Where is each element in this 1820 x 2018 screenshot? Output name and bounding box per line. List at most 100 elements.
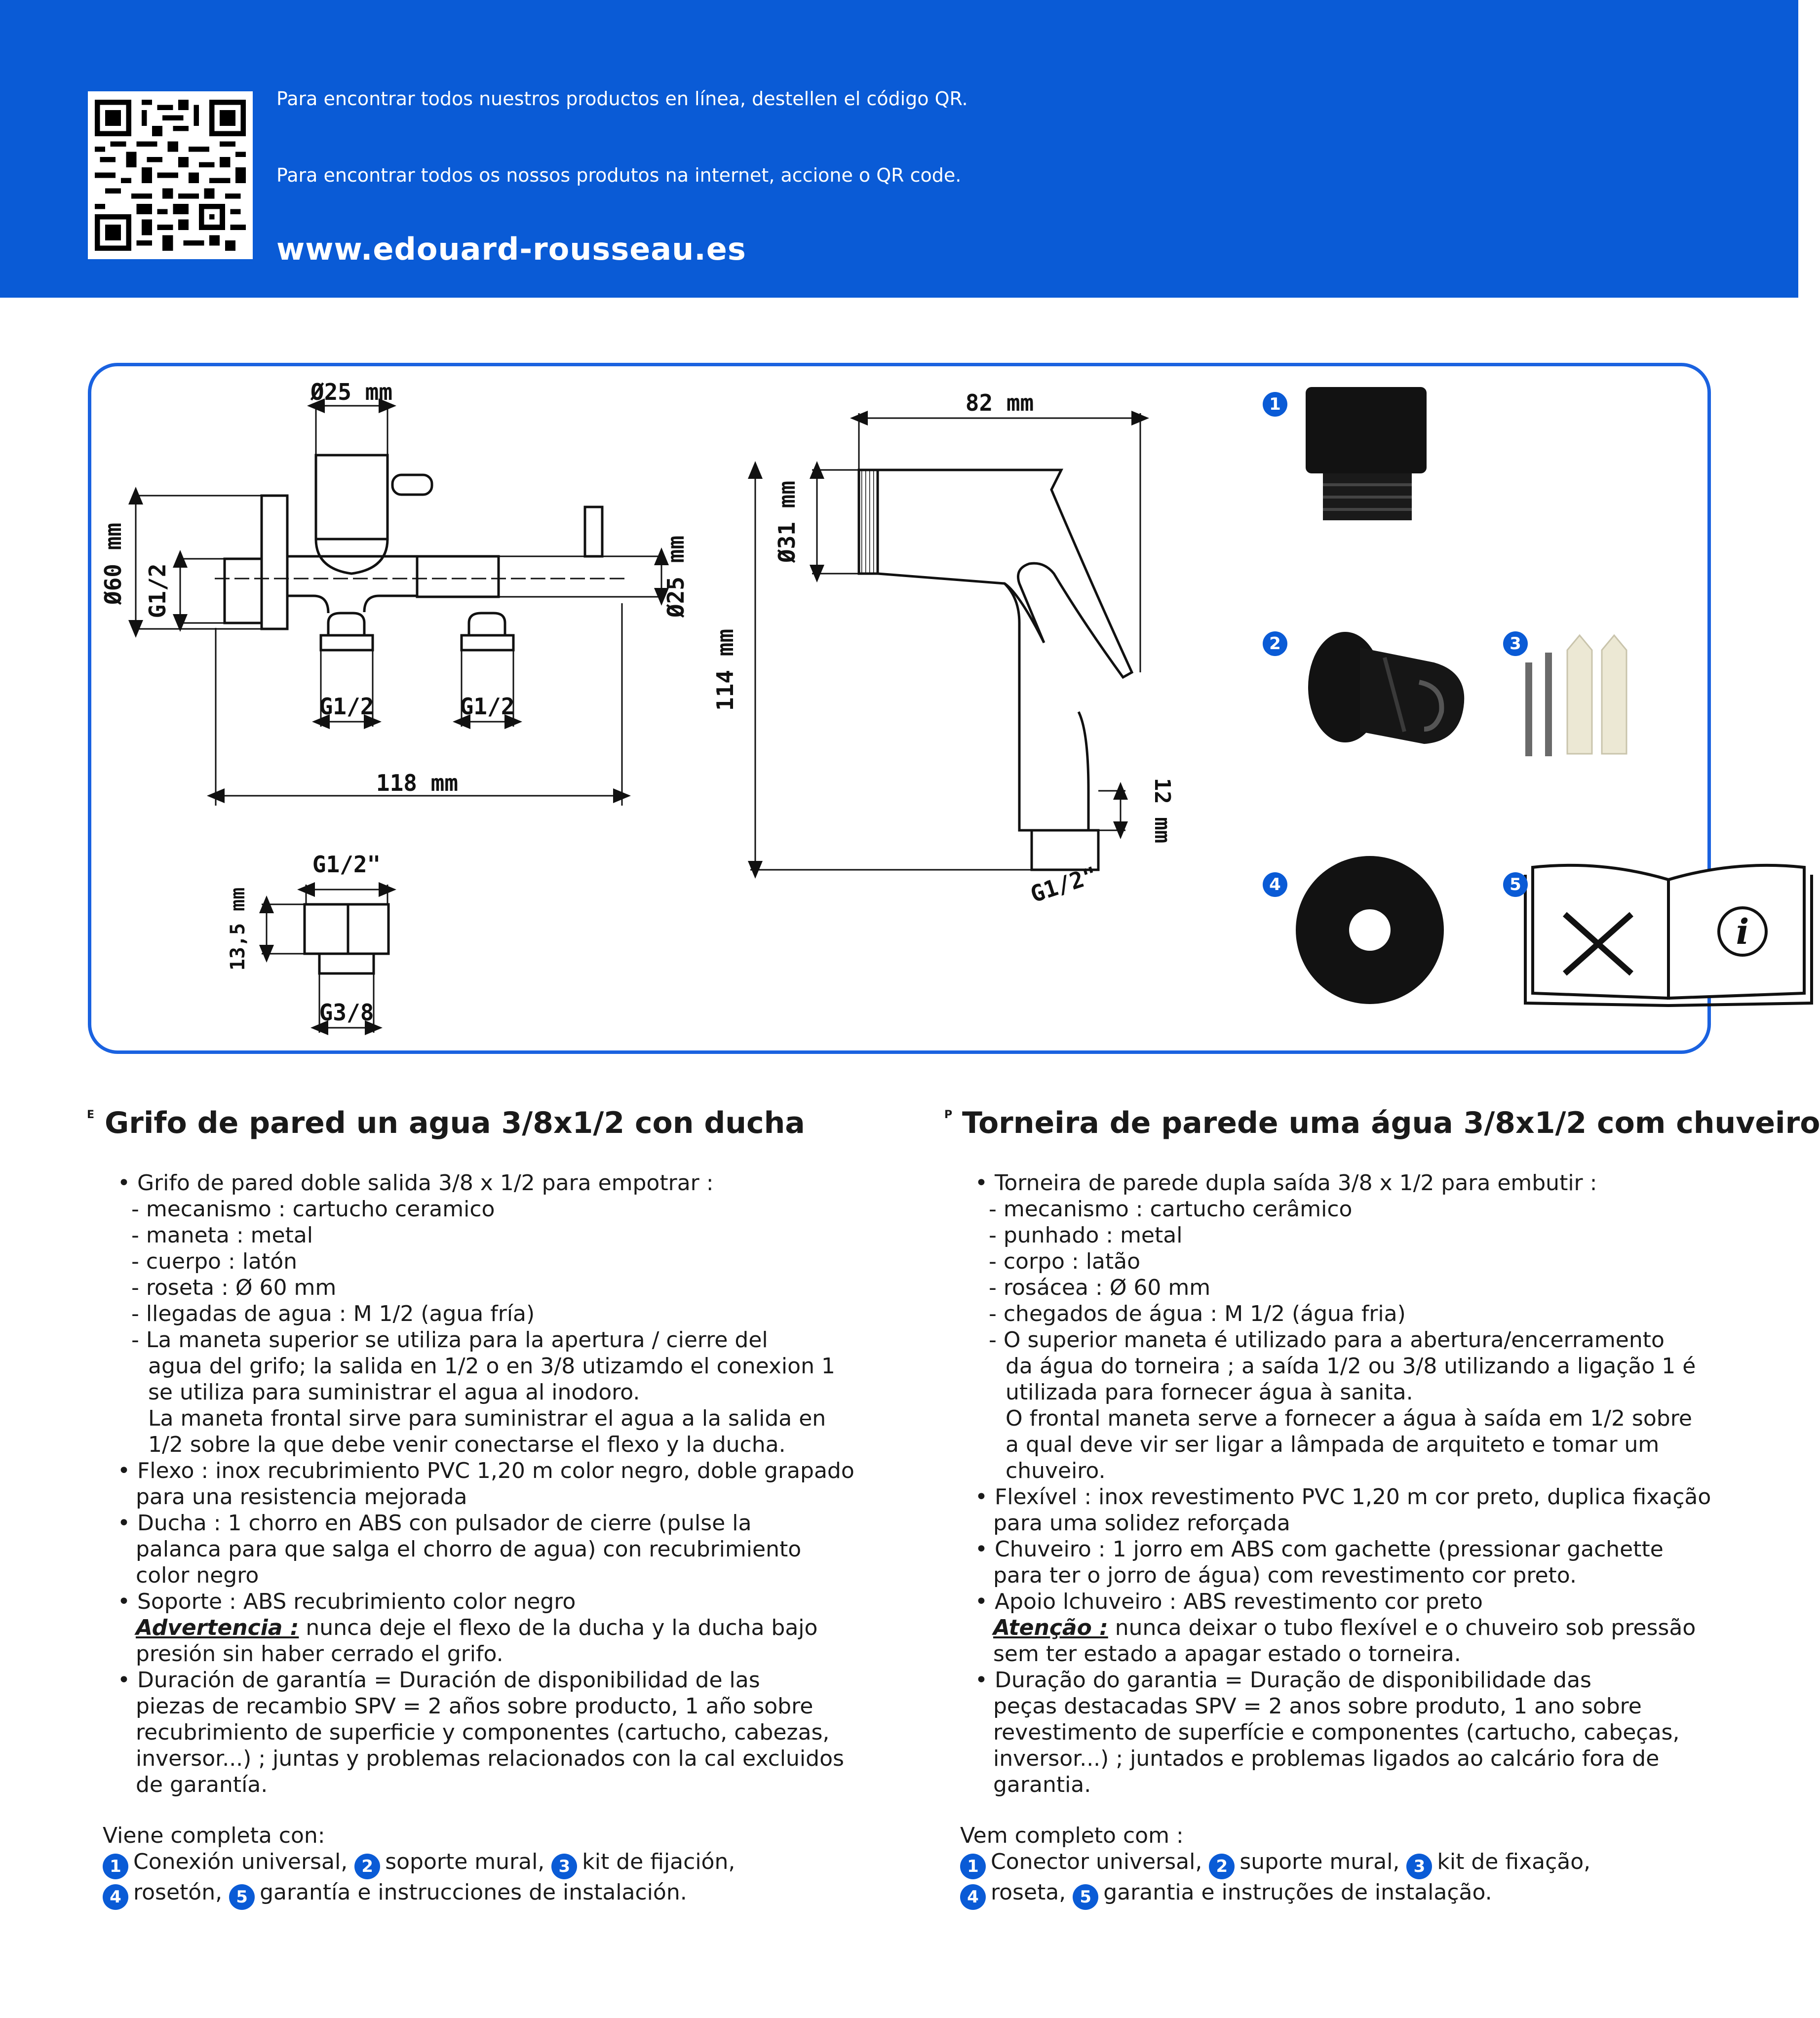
- dim-connector-top: G1/2": [312, 851, 381, 878]
- valve-drawing: [215, 454, 624, 652]
- kit-badge: 3: [1406, 1854, 1433, 1879]
- dim-shower-height: 114 mm: [712, 629, 738, 711]
- kit-badge: 5: [1073, 1884, 1099, 1910]
- website-link[interactable]: www.edouard-rousseau.es: [276, 231, 746, 267]
- kit-item: kit de fixação,: [1437, 1849, 1591, 1874]
- kit-badge: 4: [960, 1884, 986, 1910]
- header-banner: Para encontrar todos nuestros productos …: [0, 0, 1798, 298]
- text-line: La maneta frontal sirve para suministrar…: [148, 1406, 826, 1431]
- text-line: - La maneta superior se utiliza para la …: [131, 1327, 768, 1353]
- text-line: - O superior maneta é utilizado para a a…: [989, 1327, 1665, 1353]
- text-line: inversor...) ; juntados e problemas liga…: [993, 1746, 1660, 1771]
- kit-item: garantia e instruções de instalação.: [1103, 1880, 1492, 1905]
- text-line: • Torneira de parede dupla saída 3/8 x 1…: [975, 1170, 1597, 1196]
- title-pt-text: Torneira de parede uma água 3/8x1/2 com …: [962, 1106, 1820, 1140]
- dim-shower-thread-len: 12 mm: [1150, 778, 1175, 843]
- kit-item: kit de fijación,: [582, 1849, 736, 1874]
- part-badge-5: 5: [1503, 872, 1528, 897]
- rosette-icon: [1296, 856, 1444, 1004]
- title-es-text: Grifo de pared un agua 3/8x1/2 con ducha: [105, 1106, 805, 1140]
- text-line: a qual deve vir ser ligar a lâmpada de a…: [1006, 1432, 1660, 1457]
- text-line: piezas de recambio SPV = 2 años sobre pr…: [136, 1694, 813, 1719]
- text-line: • Flexo : inox recubrimiento PVC 1,20 m …: [117, 1458, 854, 1483]
- fixing-kit-icon: [1525, 634, 1627, 756]
- text-line: utilizada para fornecer água à sanita.: [1006, 1380, 1413, 1405]
- text-line: • Apoio lchuveiro : ABS revestimento cor…: [975, 1589, 1483, 1614]
- text-line: • Grifo de pared doble salida 3/8 x 1/2 …: [117, 1170, 714, 1196]
- text-line: • Duración de garantía = Duración de dis…: [117, 1668, 760, 1693]
- text-line: - cuerpo : latón: [131, 1249, 297, 1274]
- kit-item: Conexión universal,: [133, 1849, 348, 1874]
- dim-valve-outlet-b: G1/2: [460, 693, 515, 720]
- text-line: nunca deixar o tubo flexível e o chuveir…: [1108, 1615, 1696, 1640]
- text-line: para ter o jorro de água) com revestimen…: [993, 1563, 1577, 1588]
- text-line: presión sin haber cerrado el grifo.: [136, 1641, 503, 1667]
- dim-valve-d25-top: Ø25 mm: [310, 379, 392, 405]
- text-line: - corpo : latão: [989, 1249, 1141, 1274]
- header-text-es: Para encontrar todos nuestros productos …: [276, 88, 968, 110]
- text-line: para una resistencia mejorada: [136, 1484, 467, 1510]
- part-badge-1: 1: [1263, 392, 1287, 417]
- warning-label-es: Advertencia :: [136, 1615, 299, 1640]
- title-es: E Grifo de pared un agua 3/8x1/2 con duch…: [87, 1106, 897, 1140]
- text-line: • Soporte : ABS recubrimiento color negr…: [117, 1589, 576, 1614]
- text-line: palanca para que salga el chorro de agua…: [136, 1537, 802, 1562]
- text-line: - chegados de água : M 1/2 (água fria): [989, 1301, 1406, 1326]
- qr-code-icon[interactable]: [88, 91, 253, 259]
- kit-badge: 2: [1209, 1854, 1235, 1879]
- kit-item: suporte mural,: [1239, 1849, 1400, 1874]
- kit-badge: 3: [551, 1854, 578, 1879]
- part-badge-3: 3: [1503, 631, 1528, 656]
- dim-shower-thread: G1/2": [1027, 861, 1100, 908]
- dim-valve-outlet-a: G1/2: [319, 693, 374, 720]
- header-text-pt: Para encontrar todos os nossos produtos …: [276, 164, 962, 186]
- text-line: • Ducha : 1 chorro en ABS con pulsador d…: [117, 1511, 752, 1536]
- text-line: - punhado : metal: [989, 1223, 1183, 1248]
- kit-title-pt: Vem completo com :: [960, 1823, 1184, 1848]
- text-line: • Chuveiro : 1 jorro em ABS com gachette…: [975, 1537, 1664, 1562]
- warning-line-es: Advertencia : nunca deje el flexo de la …: [88, 1615, 897, 1641]
- flag-es: E: [87, 1109, 95, 1121]
- connector-drawing: [303, 903, 390, 975]
- part-badge-2: 2: [1263, 631, 1287, 656]
- text-line: agua del grifo; la salida en 1/2 o en 3/…: [148, 1354, 835, 1379]
- kit-title-es: Viene completa con:: [103, 1823, 325, 1848]
- kit-item: Conector universal,: [991, 1849, 1202, 1874]
- text-line: sem ter estado a apagar estado o torneir…: [993, 1641, 1461, 1667]
- text-line: • Duração do garantia = Duração de dispo…: [975, 1668, 1591, 1693]
- dim-shower-d31: Ø31 mm: [774, 481, 800, 563]
- description-pt: • Torneira de parede dupla saída 3/8 x 1…: [945, 1170, 1755, 1910]
- text-line: peças destacadas SPV = 2 anos sobre prod…: [993, 1694, 1642, 1719]
- kit-badge: 2: [354, 1854, 381, 1879]
- warning-line-pt: Atenção : nunca deixar o tubo flexível e…: [945, 1615, 1755, 1641]
- text-line: garantia.: [993, 1772, 1091, 1797]
- wall-support-icon: [1308, 632, 1465, 744]
- part-badge-4: 4: [1263, 872, 1287, 897]
- dim-valve-width: 118 mm: [376, 770, 458, 796]
- text-line: nunca deje el flexo de la ducha y la duc…: [299, 1615, 818, 1640]
- text-line: revestimento de superfície e componentes…: [993, 1720, 1680, 1745]
- text-line: - mecanismo : cartucho cerâmico: [989, 1197, 1353, 1222]
- technical-diagram-panel: Ø25 mm Ø60 mm G1/2 Ø25 mm G1/2 G1/2 118 …: [88, 363, 1813, 1054]
- text-line: 1/2 sobre la que debe venir conectarse e…: [148, 1432, 786, 1457]
- dim-valve-g12-inlet: G1/2: [144, 564, 171, 619]
- technical-drawing: Ø25 mm Ø60 mm G1/2 Ø25 mm G1/2 G1/2 118 …: [100, 379, 1813, 1035]
- dim-connector-height: 13,5 mm: [227, 888, 249, 971]
- text-line: de garantía.: [136, 1772, 268, 1797]
- text-line: - mecanismo : cartucho ceramico: [131, 1197, 495, 1222]
- kit-badge: 1: [960, 1854, 986, 1879]
- text-line: chuveiro.: [1006, 1458, 1106, 1483]
- text-line: se utiliza para suministrar el agua al i…: [148, 1380, 640, 1405]
- dim-valve-d25-right: Ø25 mm: [662, 536, 689, 618]
- shower-drawing: [857, 468, 1134, 871]
- kit-item: garantía e instrucciones de instalación.: [260, 1880, 687, 1905]
- dim-valve-d60: Ø60 mm: [100, 523, 126, 605]
- manual-icon: i: [1524, 863, 1813, 1008]
- dim-shower-width: 82 mm: [966, 389, 1034, 416]
- spanish-column: E Grifo de pared un agua 3/8x1/2 con duch…: [87, 1106, 897, 1910]
